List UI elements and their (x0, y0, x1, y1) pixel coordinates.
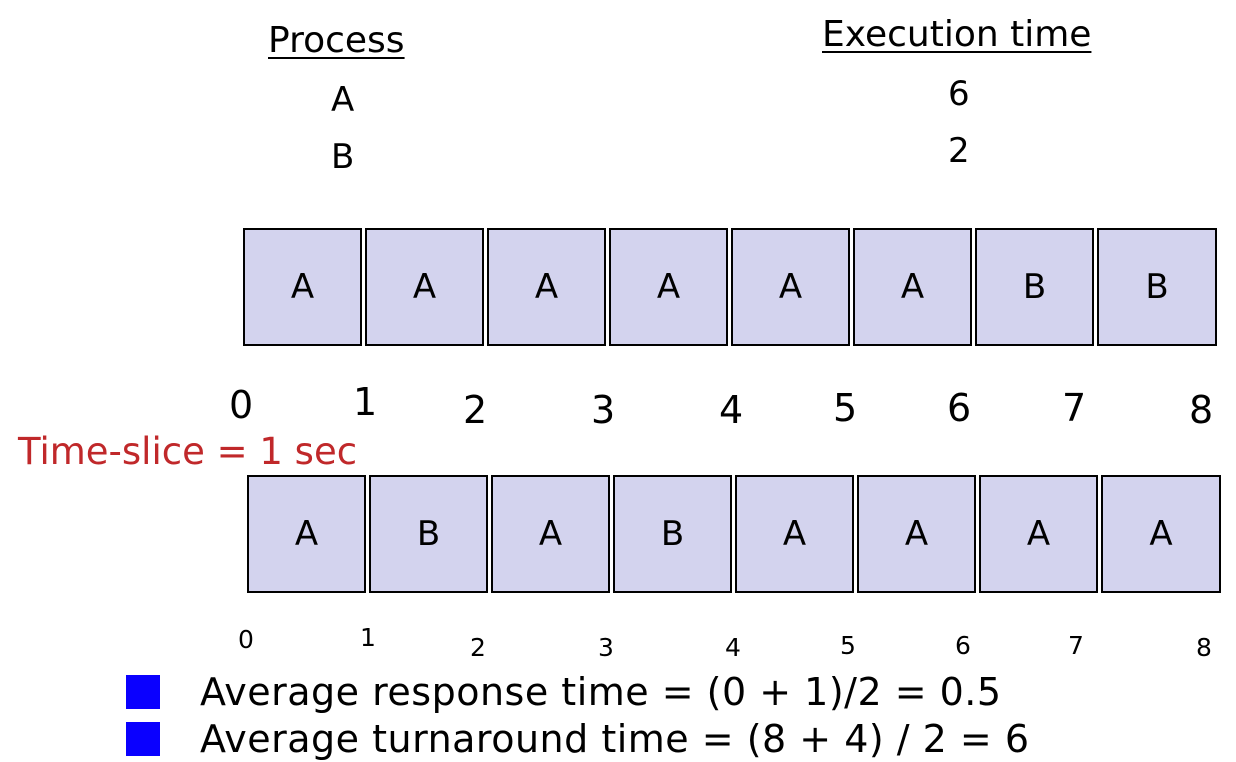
timeline-2: A B A B A A A A (247, 475, 1221, 593)
timeline-1-cell: A (609, 228, 728, 346)
timeline-1-cell: A (487, 228, 606, 346)
process-a-time: 6 (948, 74, 970, 114)
timeline-2-tick: 5 (840, 631, 856, 660)
timeline-2-cell: A (247, 475, 366, 593)
timeline-2-cell: B (369, 475, 488, 593)
process-a-label: A (331, 80, 355, 120)
timeline-1-cell: A (243, 228, 362, 346)
timeline-2-tick: 4 (725, 633, 741, 662)
timeline-2-tick: 8 (1196, 633, 1212, 662)
timeline-2-cell: B (613, 475, 732, 593)
timeline-1-tick: 6 (947, 386, 972, 430)
timeline-2-tick: 6 (955, 631, 971, 660)
process-b-label: B (331, 137, 355, 177)
timeline-1-cell: A (365, 228, 484, 346)
bullet-text: Average response time = (0 + 1)/2 = 0.5 (200, 670, 1002, 714)
timeline-1-cell: B (975, 228, 1094, 346)
timeline-2-cell: A (857, 475, 976, 593)
timeline-2-cell: A (1101, 475, 1221, 593)
timeline-2-tick: 2 (470, 633, 486, 662)
timeline-1-cell: B (1097, 228, 1217, 346)
timeline-1-tick: 1 (353, 380, 378, 424)
timeline-2-cell: A (491, 475, 610, 593)
timeline-1-tick: 2 (463, 388, 488, 432)
timeline-2-tick: 7 (1068, 631, 1084, 660)
process-header: Process (268, 20, 405, 61)
bullet-response-time: Average response time = (0 + 1)/2 = 0.5 (126, 670, 1002, 714)
timeline-2-tick: 0 (238, 625, 254, 654)
timeline-2-cell: A (979, 475, 1098, 593)
timeline-1-tick: 8 (1189, 388, 1214, 432)
timeline-2-tick: 1 (360, 623, 376, 652)
bullet-turnaround-time: Average turnaround time = (8 + 4) / 2 = … (126, 717, 1030, 761)
timeline-1-tick: 7 (1062, 386, 1087, 430)
timeline-1-cell: A (853, 228, 972, 346)
timeline-1-tick: 4 (719, 388, 744, 432)
bullet-square-icon (126, 675, 160, 709)
timeline-1-cell: A (731, 228, 850, 346)
timeline-2-cell: A (735, 475, 854, 593)
timeline-2-tick: 3 (598, 633, 614, 662)
execution-time-header: Execution time (822, 14, 1092, 55)
process-b-time: 2 (948, 131, 970, 171)
timeline-1-tick: 0 (229, 383, 254, 427)
bullet-text: Average turnaround time = (8 + 4) / 2 = … (200, 717, 1030, 761)
bullet-square-icon (126, 722, 160, 756)
timeline-1: A A A A A A B B (243, 228, 1217, 346)
time-slice-label: Time-slice = 1 sec (18, 430, 358, 473)
timeline-1-tick: 3 (591, 388, 616, 432)
timeline-1-tick: 5 (833, 386, 858, 430)
